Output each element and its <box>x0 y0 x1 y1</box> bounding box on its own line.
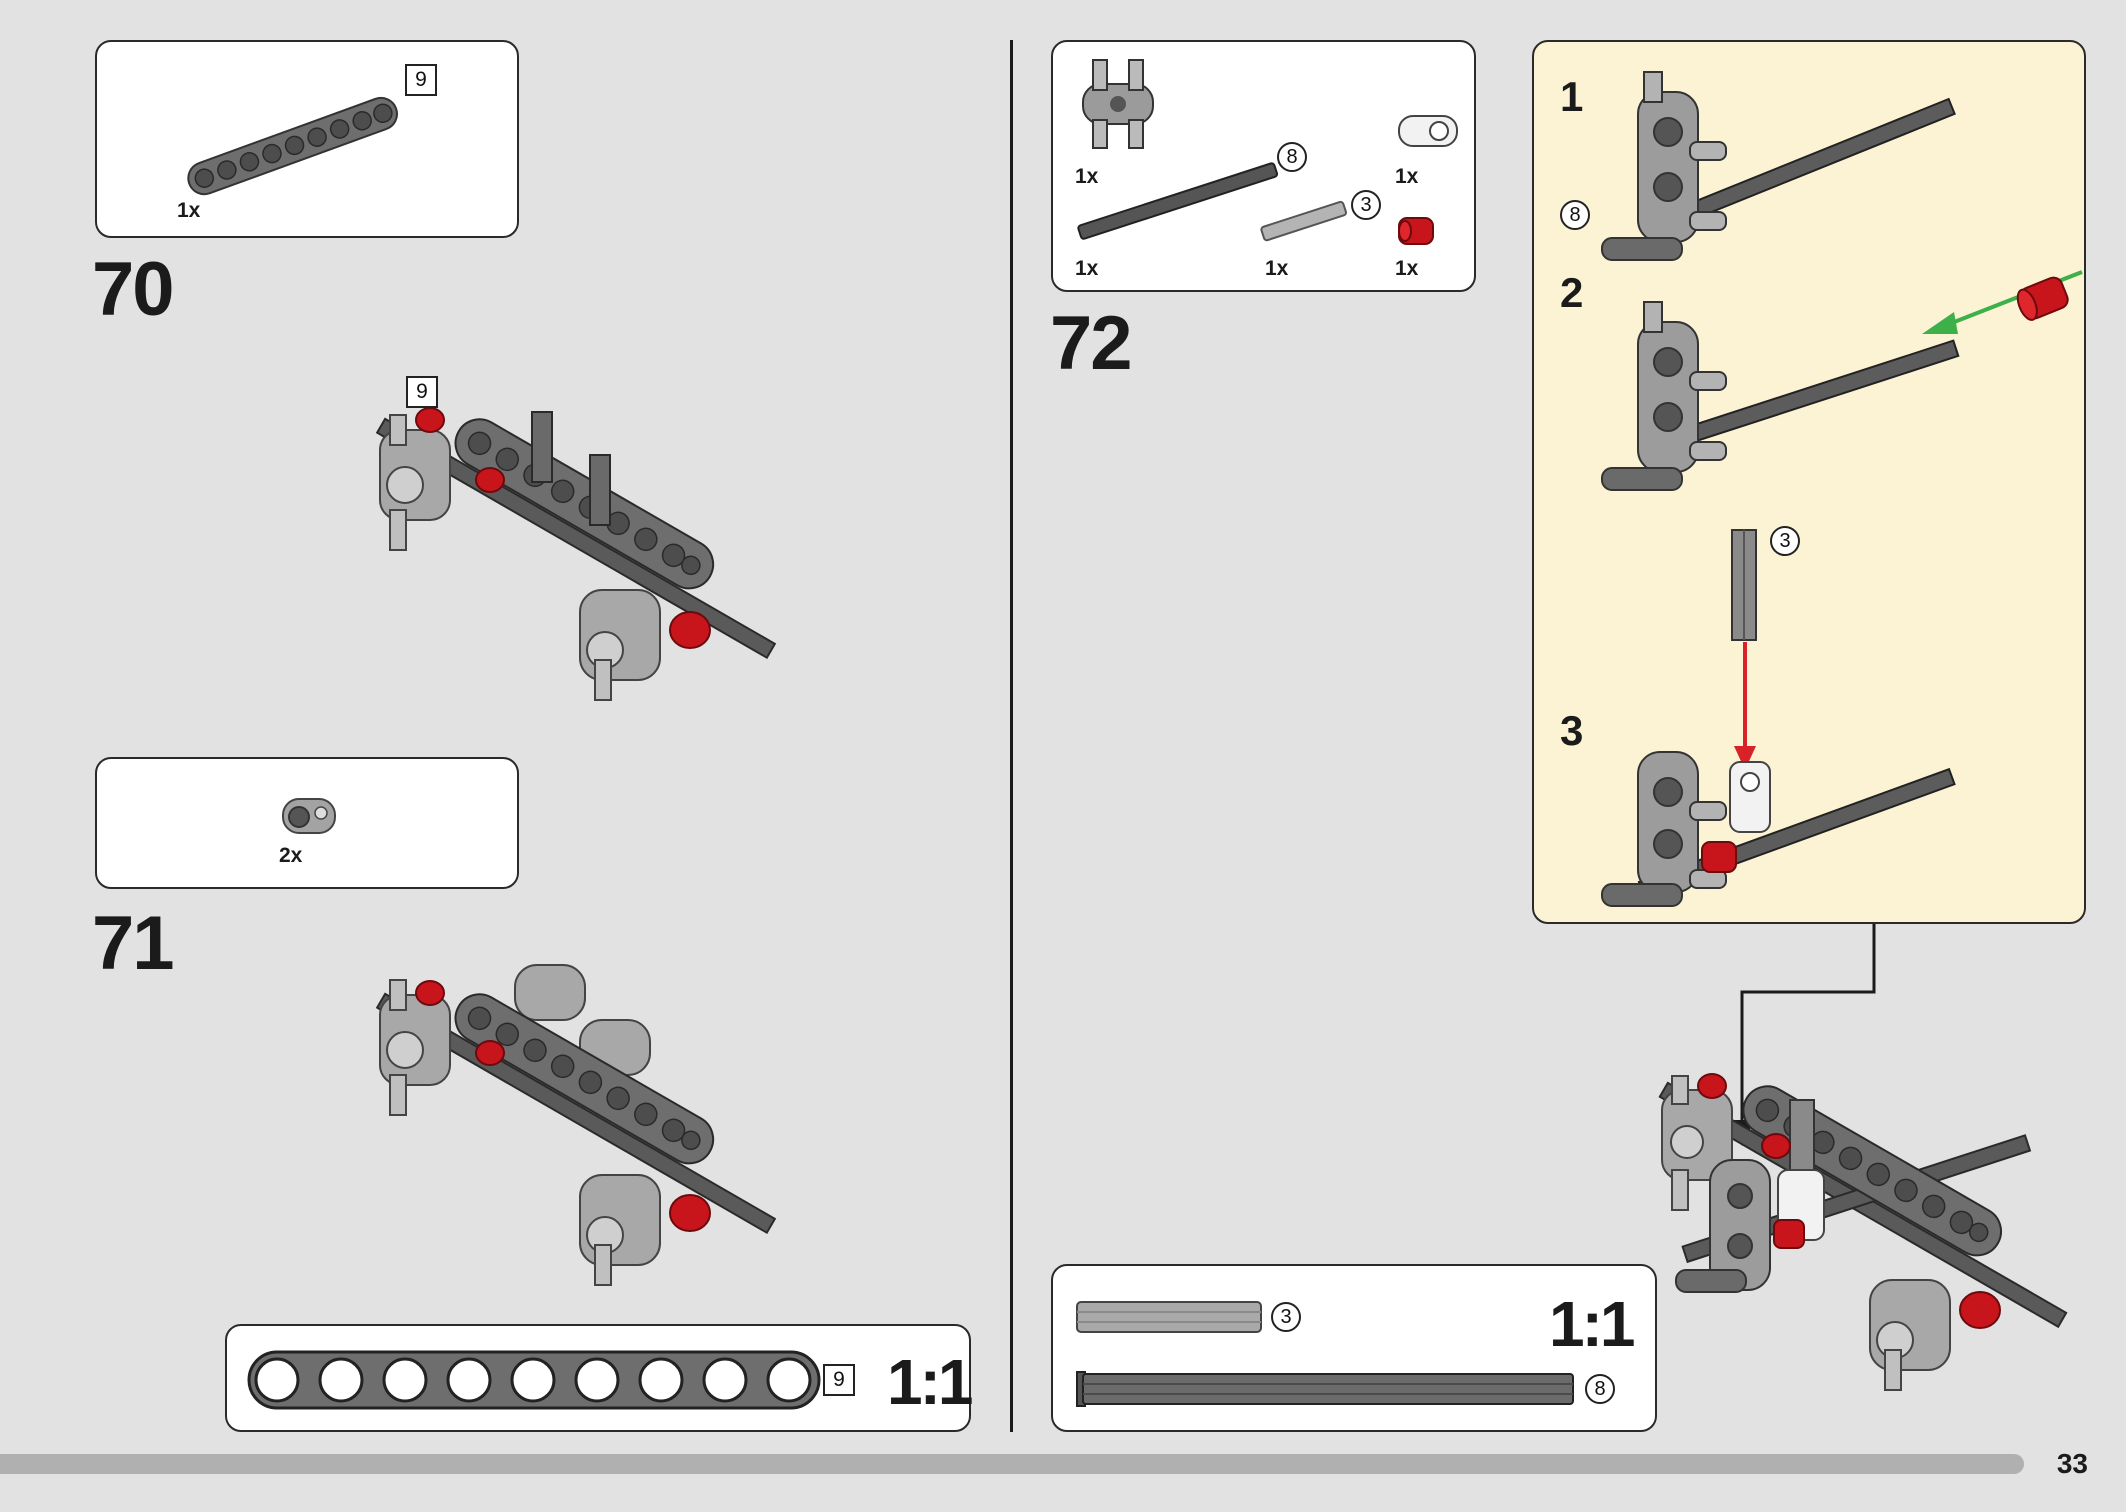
scale-label: 1:1 <box>887 1346 973 1418</box>
axle-length-badge: 8 <box>1560 200 1590 230</box>
axle-3-scale-image <box>1076 1301 1262 1333</box>
beam-9-part-image <box>187 96 398 196</box>
part-quantity: 1x <box>177 199 201 222</box>
part-quantity: 1x <box>1075 165 1099 188</box>
scale-label: 1:1 <box>1549 1288 1635 1360</box>
axle-length-badge: 3 <box>1271 1302 1301 1332</box>
red-insert-arrow <box>1734 642 1756 770</box>
part-quantity: 2x <box>279 844 303 867</box>
substep-number-1: 1 <box>1560 73 1584 120</box>
red-bush-part-image <box>1398 217 1434 245</box>
step70-model-image <box>375 407 777 701</box>
step-number-72: 72 <box>1050 301 1133 386</box>
connector-part-image <box>282 798 336 834</box>
connector-pair-part-image <box>1082 59 1154 149</box>
scale-panel-left: 9 1:1 <box>225 1324 973 1432</box>
page-number: 33 <box>2056 1448 2088 1479</box>
scale-panel-right: 3 8 1:1 <box>1051 1264 1657 1432</box>
step71-parts-panel: 2x <box>95 757 519 889</box>
part-quantity: 1x <box>1395 165 1419 188</box>
step-number-70: 70 <box>92 247 175 332</box>
white-connector-part-image <box>1398 115 1458 147</box>
step-number-71: 71 <box>92 901 175 986</box>
axle-3-insert-image <box>1731 529 1757 641</box>
scale-length-badge: 9 <box>823 1364 855 1396</box>
model-length-badge: 9 <box>406 376 438 408</box>
step70-parts-panel: 9 1x <box>95 40 519 238</box>
axle-8-part-image <box>1077 162 1279 240</box>
axle-length-badge: 8 <box>1585 1374 1615 1404</box>
substep-number-2: 2 <box>1560 269 1584 316</box>
axle-length-badge: 3 <box>1770 526 1800 556</box>
axle-8-scale-image <box>1076 1371 1574 1407</box>
part-length-badge: 9 <box>405 64 437 96</box>
progress-bar-track <box>0 1454 2024 1474</box>
step71-model-image <box>375 964 777 1286</box>
green-insert-arrow <box>1922 270 2083 334</box>
axle-length-badge: 3 <box>1351 190 1381 220</box>
substep2-image <box>1601 301 1960 491</box>
part-quantity: 1x <box>1265 257 1289 280</box>
beam-9-scale-image <box>247 1350 821 1410</box>
axle-3-part-image <box>1260 200 1347 242</box>
substep3-image <box>1601 751 1956 907</box>
substep-number-3: 3 <box>1560 707 1584 754</box>
step72-parts-panel: 1x 1x 8 1x 3 1x 1x <box>1051 40 1476 292</box>
part-quantity: 1x <box>1075 257 1099 280</box>
part-quantity: 1x <box>1395 257 1419 280</box>
step72-model-image <box>1658 1073 2068 1391</box>
substep-callout-panel: 1 8 2 <box>1532 40 2086 924</box>
axle-length-badge: 8 <box>1277 142 1307 172</box>
substep1-image <box>1601 71 1956 261</box>
page-divider <box>1010 40 1013 1432</box>
